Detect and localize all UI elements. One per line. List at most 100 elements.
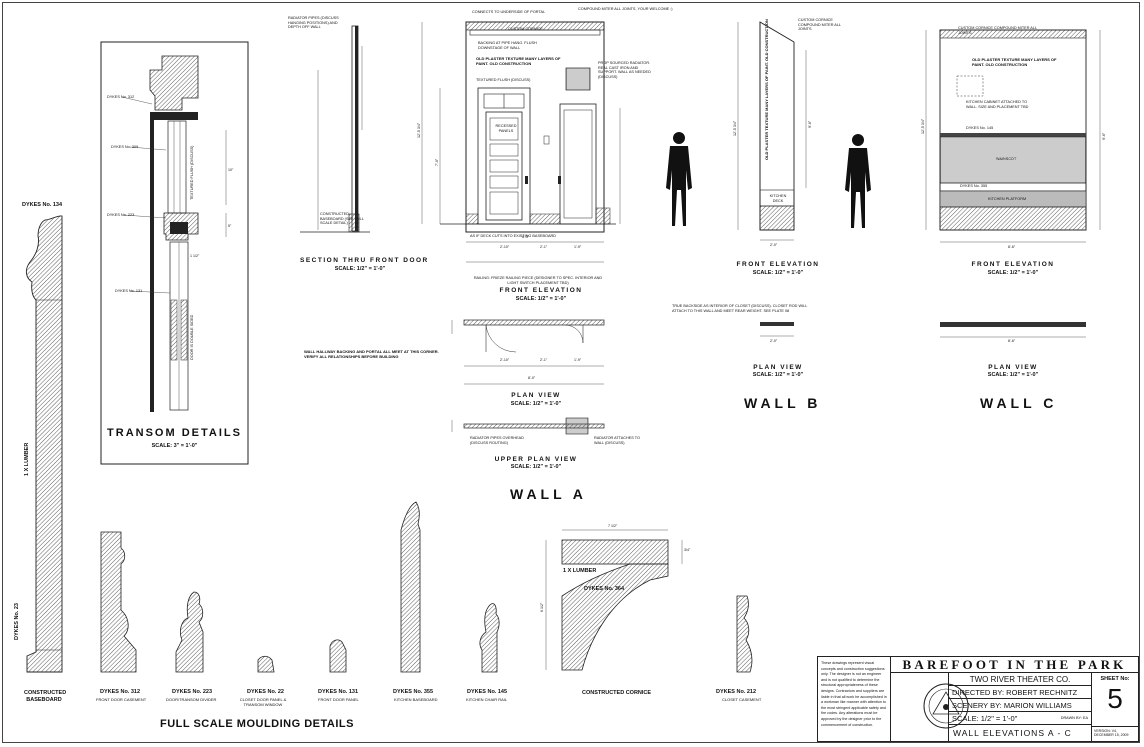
company-name: TWO RIVER THEATER CO. <box>949 673 1091 686</box>
moulding-312-sub: FRONT DOOR CASEMENT <box>96 697 147 702</box>
wall-b-kitchen-note: KITCHEN DECK <box>769 194 787 203</box>
backing-note: BACKING AT PIPE HANG. FLUSH DOWNSTAGE OF… <box>478 41 537 50</box>
wall-a-dim-width: 8'-0" <box>522 235 530 239</box>
wall-a-flush-note: TEXTURED FLUSH (DISCUSS) <box>476 78 531 82</box>
moulding-212-name: DYKES No. 212 <box>716 689 757 695</box>
wall-c-plan-dim: 8'-6" <box>1008 339 1016 343</box>
wall-a-dim-door: 7'-0" <box>435 158 439 166</box>
radiator-overhead-note: RADIATOR PIPES OVERHEAD (DISCUSS ROUTING… <box>470 436 524 445</box>
radiator-prop-note: PROP SOURCED RADIATOR. REAL CAST IRON AN… <box>598 61 651 79</box>
wall-c-plan-scale: SCALE: 1/2" = 1'-0" <box>987 372 1039 378</box>
wall-a-plan-title: PLAN VIEW <box>511 392 561 399</box>
moulding-312-name: DYKES No. 312 <box>100 689 141 695</box>
transom-note-flush: TEXTURED FLUSH (DISCUSS) <box>190 145 194 200</box>
compound-miter-note: COMPOUND MITER ALL JOINTS, YOUR WELCOME … <box>578 7 673 11</box>
plan-dim-seg3: 1'-9" <box>574 358 582 362</box>
sheet-number: 5 <box>1107 683 1123 714</box>
cornice-dim-height: 6 1/2" <box>540 602 544 612</box>
wall-a-plan-view-drawing <box>451 319 605 385</box>
wall-b-plan-dim: 2'-0" <box>770 339 778 343</box>
wall-b-dim-upper: 9'-6" <box>808 120 812 128</box>
wall-b-front-scale: SCALE: 1/2" = 1'-0" <box>752 270 804 276</box>
wall-b-heading: WALL B <box>744 395 822 411</box>
wall-a-cornice-note: CUSTOM CORNICE <box>508 27 543 31</box>
seal-cell <box>891 673 949 741</box>
transom-label-dykes-131: DYKES No. 131 <box>115 289 143 293</box>
wall-c-front-scale: SCALE: 1/2" = 1'-0" <box>987 270 1039 276</box>
disclaimer-notes: These drawings represent visual concepts… <box>818 657 891 741</box>
transom-details-drawing <box>100 41 249 465</box>
section-thru-front-door-drawing <box>300 25 370 233</box>
wall-b-cornice-note: CUSTOM CORNICE COMPOUND MITER ALL JOINTS <box>798 18 841 32</box>
transom-label-dykes-309: DYKES No. 309 <box>111 145 139 149</box>
plan-dim-width: 8'-0" <box>528 376 536 380</box>
transom-details-title: TRANSOM DETAILS <box>107 427 242 439</box>
moulding-profile-355 <box>400 501 421 673</box>
recessed-panels-note: RECESSED PANELS <box>495 124 517 133</box>
constructed-cornice-caption: CONSTRUCTED CORNICE <box>582 690 652 696</box>
wainscot-label: WAINSCOT <box>996 157 1017 161</box>
wall-b-plan-scale: SCALE: 1/2" = 1'-0" <box>752 372 804 378</box>
wall-b-front-title: FRONT ELEVATION <box>736 261 820 268</box>
moulding-profile-223 <box>175 591 204 673</box>
human-scale-figure <box>845 134 871 228</box>
wall-c-dykes-base-note: DYKES No. 355 <box>960 184 988 188</box>
wall-c-plan-view-drawing <box>940 322 1086 338</box>
cornice-dim-width: 7 1/2" <box>608 524 618 528</box>
section-view-title: SECTION THRU FRONT DOOR <box>300 257 429 264</box>
moulding-212-sub: CLOSET CASEMENT <box>722 697 762 702</box>
wall-c-plan-title: PLAN VIEW <box>988 364 1038 371</box>
wall-b-dim-width: 2'-0" <box>770 243 778 247</box>
show-title: BAREFOOT IN THE PARK <box>891 657 1138 673</box>
constructed-cornice-profile <box>545 529 683 671</box>
radiator-attach-note: RADIATOR ATTACHES TO WALL (DISCUSS) <box>594 436 640 445</box>
plan-dim-seg1: 2'-10" <box>500 358 510 362</box>
moulding-profile-22 <box>257 655 275 673</box>
dykes-134-label: DYKES No. 134 <box>22 202 63 208</box>
wall-a-plaster-note: OLD PLASTER TEXTURE MANY LAYERS OF PAINT… <box>476 56 561 66</box>
cornice-dykes-label: DYKES No. 364 <box>584 586 625 592</box>
wall-a-upper-title: UPPER PLAN VIEW <box>494 456 578 463</box>
dykes-23-label: DYKES No. 23 <box>14 603 20 640</box>
scale-row: SCALE: 1/2" = 1'-0" DRAWN BY: EA <box>949 712 1091 725</box>
wall-b-plan-view-drawing <box>760 322 794 337</box>
human-scale-figure <box>666 132 692 226</box>
plan-dim-seg2: 2'-1" <box>540 358 548 362</box>
wall-b-dim-height: 12'-5 3/4" <box>733 120 737 136</box>
cornice-dim-thickness: 3/4" <box>684 548 691 552</box>
transom-dim-1-5: 1 1/2" <box>190 254 200 258</box>
moulding-355-name: DYKES No. 355 <box>393 689 434 695</box>
baseboard-note: CONSTRUCTED BASEBOARD (SEE FULL SCALE DE… <box>320 212 364 226</box>
radiator-pipes-note: RADIATOR PIPES (DISCUSS HANGING POSITION… <box>288 16 339 30</box>
moulding-profile-145 <box>479 603 500 673</box>
wall-a-dim-seg3: 1'-9" <box>574 245 582 249</box>
wall-c-dim-width: 8'-6" <box>1008 245 1016 249</box>
wall-a-plan-scale: SCALE: 1/2" = 1'-0" <box>510 401 562 407</box>
wall-b-backside-note: TRUE BACKSIDE AS INTERIOR OF CLOSET (DIS… <box>672 304 808 313</box>
wall-a-dim-seg2: 2'-1" <box>540 245 548 249</box>
wall-c-front-title: FRONT ELEVATION <box>971 261 1055 268</box>
wall-c-plaster-note: OLD PLASTER TEXTURE MANY LAYERS OF PAINT… <box>972 57 1057 67</box>
moulding-145-name: DYKES No. 145 <box>467 689 508 695</box>
wall-a-dim-height: 12'-5 3/4" <box>417 122 421 138</box>
wall-c-cabinet-note: KITCHEN CABINET ATTACHED TO WALL. SIZE A… <box>966 100 1029 109</box>
moulding-223-sub: DOOR/TRANSOM DIVIDER <box>166 697 217 702</box>
sheet-number-box: SHEET No: 5 <box>1091 673 1138 726</box>
wall-b-front-elevation-drawing <box>737 21 807 241</box>
moulding-details-title: FULL SCALE MOULDING DETAILS <box>160 718 354 730</box>
scale-value: SCALE: 1/2" = 1'-0" <box>952 714 1018 723</box>
transom-details-scale: SCALE: 3" = 1'-0" <box>151 443 198 449</box>
wall-c-cornice-note: CUSTOM CORNICE COMPOUND MITER ALL JOINTS <box>958 26 1037 35</box>
moulding-profile-212 <box>736 595 753 673</box>
lumber-label: 1 X LUMBER <box>24 442 30 476</box>
moulding-22-name: DYKES No. 22 <box>247 689 284 695</box>
drawing-title: WALL ELEVATIONS A - C <box>953 728 1072 738</box>
moulding-profile-131 <box>329 639 347 673</box>
designer-seal-logo <box>923 683 969 729</box>
moulding-profile-312 <box>100 531 137 673</box>
corner-note: WALL HALLWAY BACKING AND PORTAL ALL MEET… <box>304 349 439 359</box>
wall-a-dim-seg1: 2'-10" <box>500 245 510 249</box>
